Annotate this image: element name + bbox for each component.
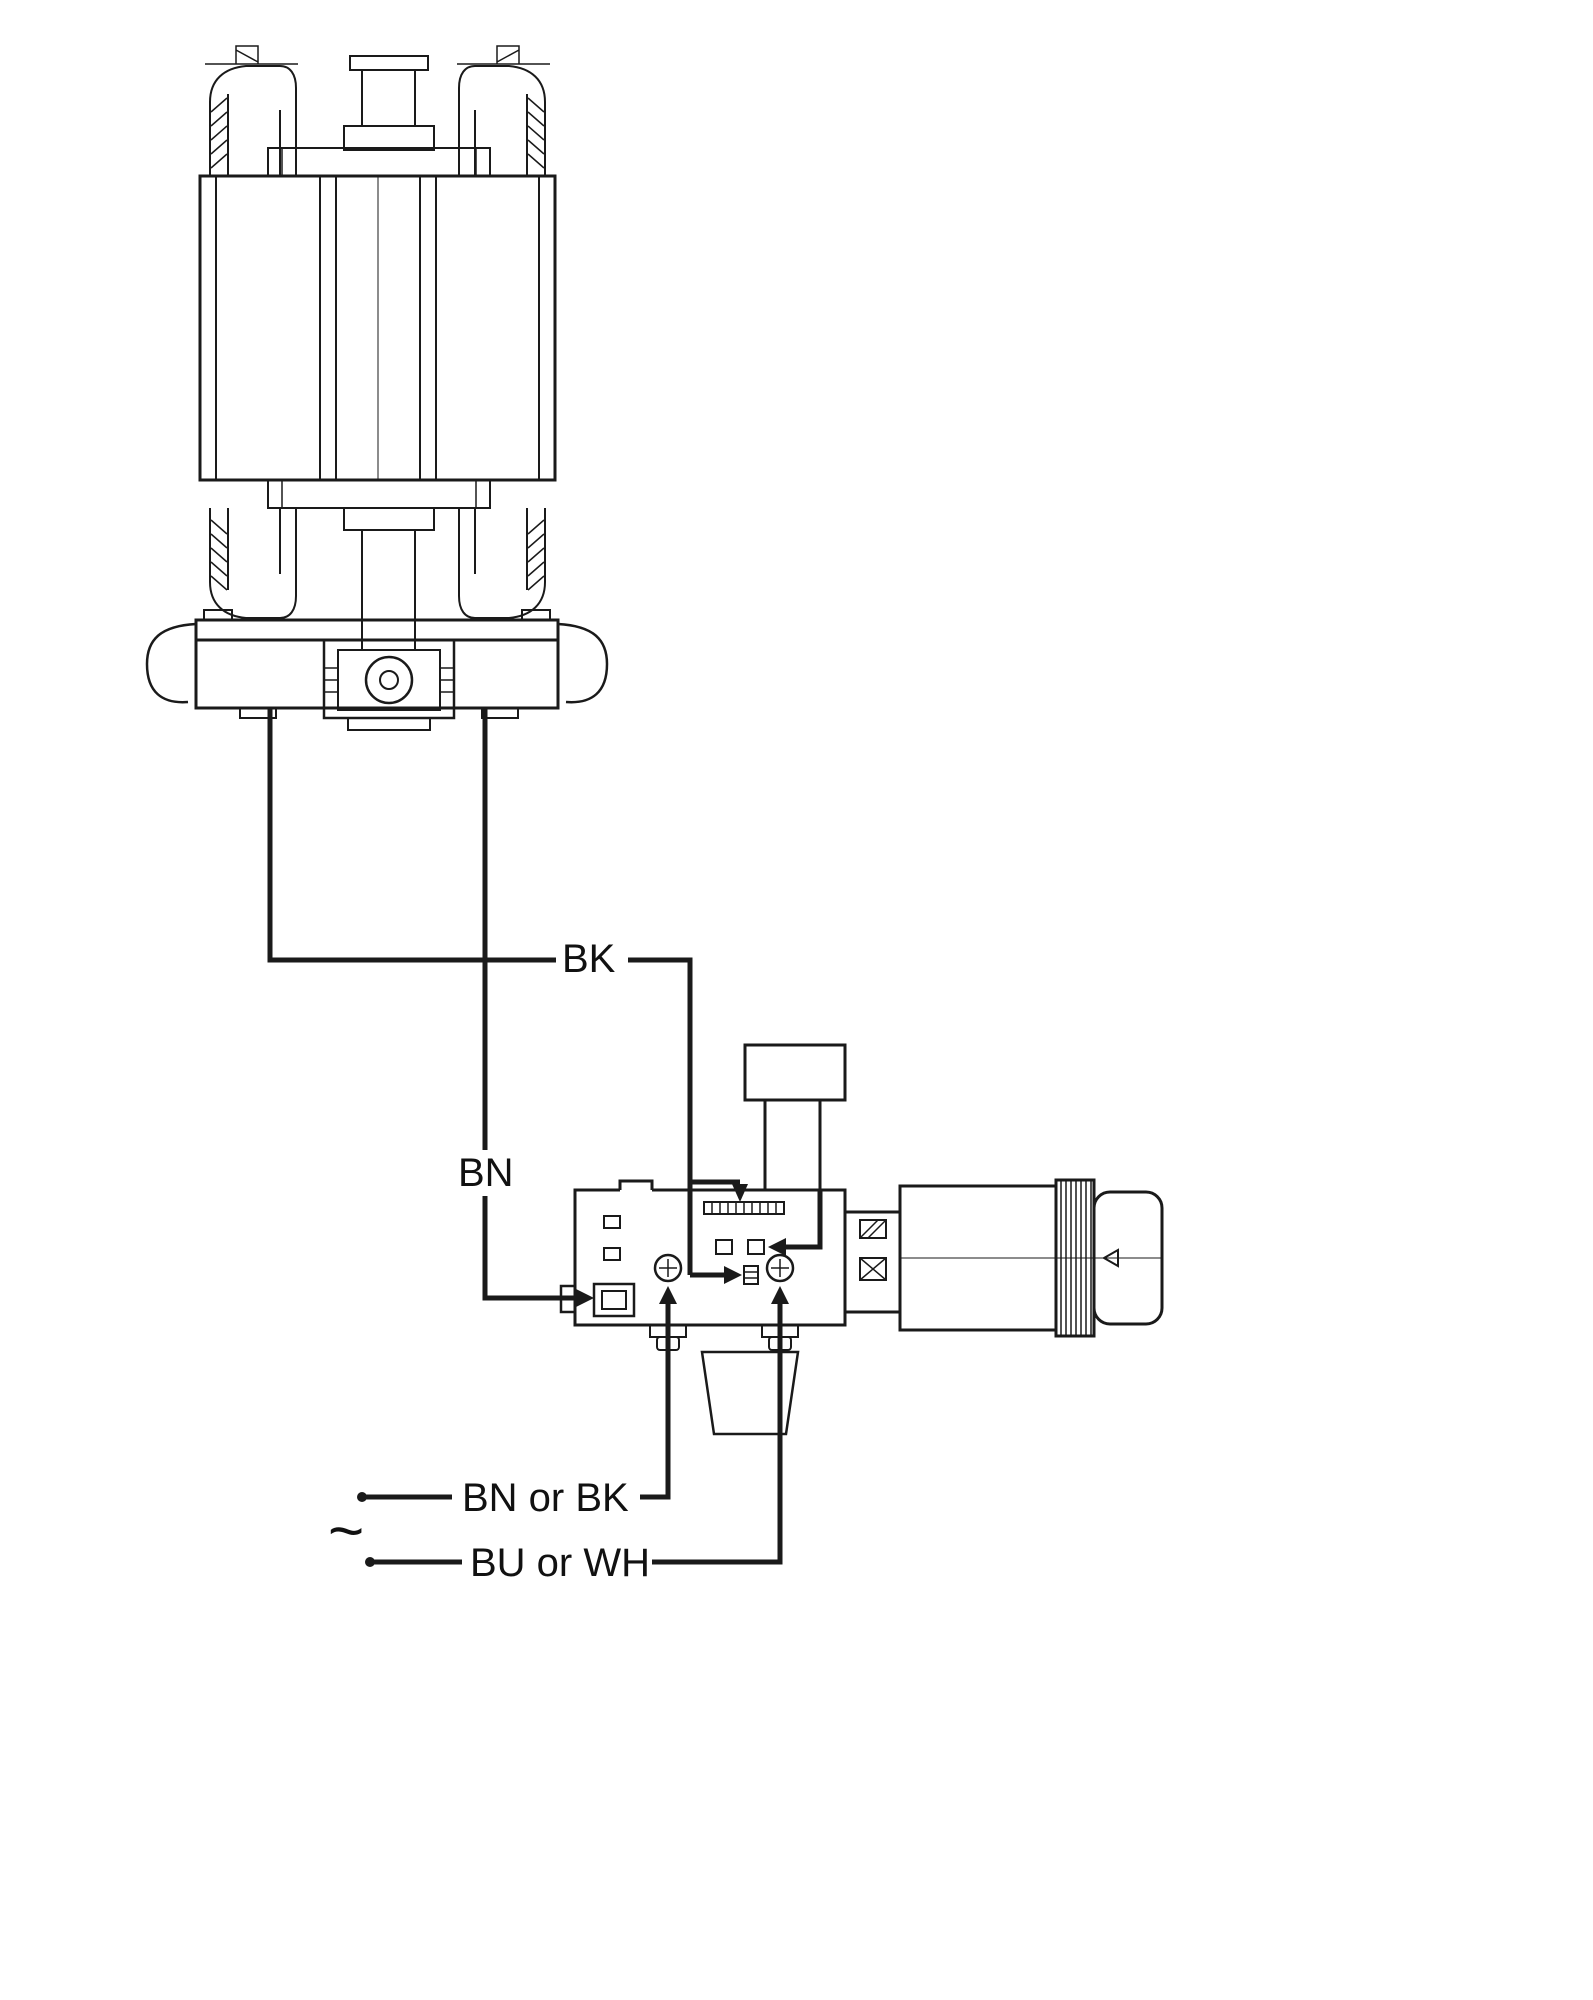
module-block [743,1043,847,1102]
knob-grip-ridges [1060,1180,1092,1336]
motor-shaft-bottom [361,530,416,650]
winding-hatch-top-right [527,97,545,169]
adapter-port-x-icon [859,1257,887,1281]
wire-bk [267,708,748,1284]
motor-shaft-cap [349,55,429,71]
valve-adapter [843,1210,902,1314]
winding-hatch-top-left [210,97,228,169]
winding-head-top-left [209,65,297,176]
wire-bk-run [267,708,693,1275]
motor-assembly [198,45,557,650]
bracket-ear-right [557,622,609,704]
connection-module [743,1043,847,1190]
wire-entry-connector [592,1282,636,1318]
motor-shaft-top [361,70,416,126]
adapter-port-bottom [859,1257,887,1281]
motor-end-shield [145,609,609,731]
module-internal-wire [786,1190,823,1250]
supply-live-label: BN or BK [462,1476,629,1520]
terminal-screw-left [653,1253,683,1283]
wire-entry-connector-inner [601,1290,627,1310]
ac-supply-lines [357,1286,789,1567]
winding-hatch-bottom-left [210,519,228,591]
supply-live-line-right [640,1304,671,1500]
bk-label-mask [556,936,628,982]
adapter-body [843,1210,902,1314]
winding-head-top-right [458,65,546,176]
bracket-top-plate [194,618,560,642]
knob-pointer-icon [1101,1248,1119,1268]
supply-neutral-arrow-up-icon [771,1286,789,1304]
terminal-block-c-hatch [744,1271,758,1279]
wire-bn-run [482,708,576,1301]
motor-flange-top [267,147,491,177]
module-arrow-left-icon [768,1238,786,1256]
valve-component-2 [603,1247,621,1261]
bearing-ring [364,655,414,705]
bk-arrow-down-icon [732,1184,748,1202]
adapter-port-top [859,1219,887,1239]
bracket-feet [239,708,519,719]
supply-neutral-line-right [652,1304,783,1565]
adapter-port-top-hatch [859,1219,887,1239]
valve-component-1 [603,1215,621,1229]
bracket-tabs [203,609,551,620]
bearing-ball [379,670,399,690]
wire-bn [482,708,594,1307]
terminal-block-b [747,1239,765,1255]
diagram-labels: BK BN BN or BK BU or WH ~ [328,936,650,1585]
terminal-screw-right [765,1253,795,1283]
valve-outline [573,1179,847,1327]
bearing-housing [322,638,456,720]
terminal-block-c [743,1265,759,1285]
terminal-strip-hatch [711,1202,777,1214]
motor-top-hooks [205,45,550,65]
motor-hub-bottom [343,507,435,531]
bearing-housing-cap [347,717,431,731]
housing-hatch [324,667,454,693]
stator-section-lines [215,176,540,480]
motor-hub-top [343,125,435,151]
funnel-outlet [700,1350,800,1436]
terminal-block-a [715,1239,733,1255]
bracket-ear-left [145,622,197,704]
winding-head-bottom-left [209,508,297,619]
supply-live-arrow-up-icon [659,1286,677,1304]
flange-ticks [281,148,477,508]
winding-head-bottom-right [458,508,546,619]
screw-right-cross [771,1259,789,1277]
module-stem [763,1100,822,1190]
ac-symbol: ~ [328,1497,364,1566]
valve-left-tab [559,1284,575,1314]
bn-label-mask [452,1150,518,1196]
bn-arrow-right-icon [576,1289,594,1307]
bk-arrow-right-icon [724,1266,742,1284]
screw-left-cross [659,1259,677,1277]
supply-neutral-label: BU or WH [470,1541,650,1585]
bk-label: BK [562,937,616,981]
bn-label: BN [458,1151,514,1195]
bearing-housing-inner [337,649,441,711]
knob-cap [1092,1190,1164,1326]
gas-valve [559,1179,847,1436]
winding-hatch-bottom-right [527,519,545,591]
control-knob [898,1178,1164,1338]
motor-flange-bottom [267,479,491,509]
